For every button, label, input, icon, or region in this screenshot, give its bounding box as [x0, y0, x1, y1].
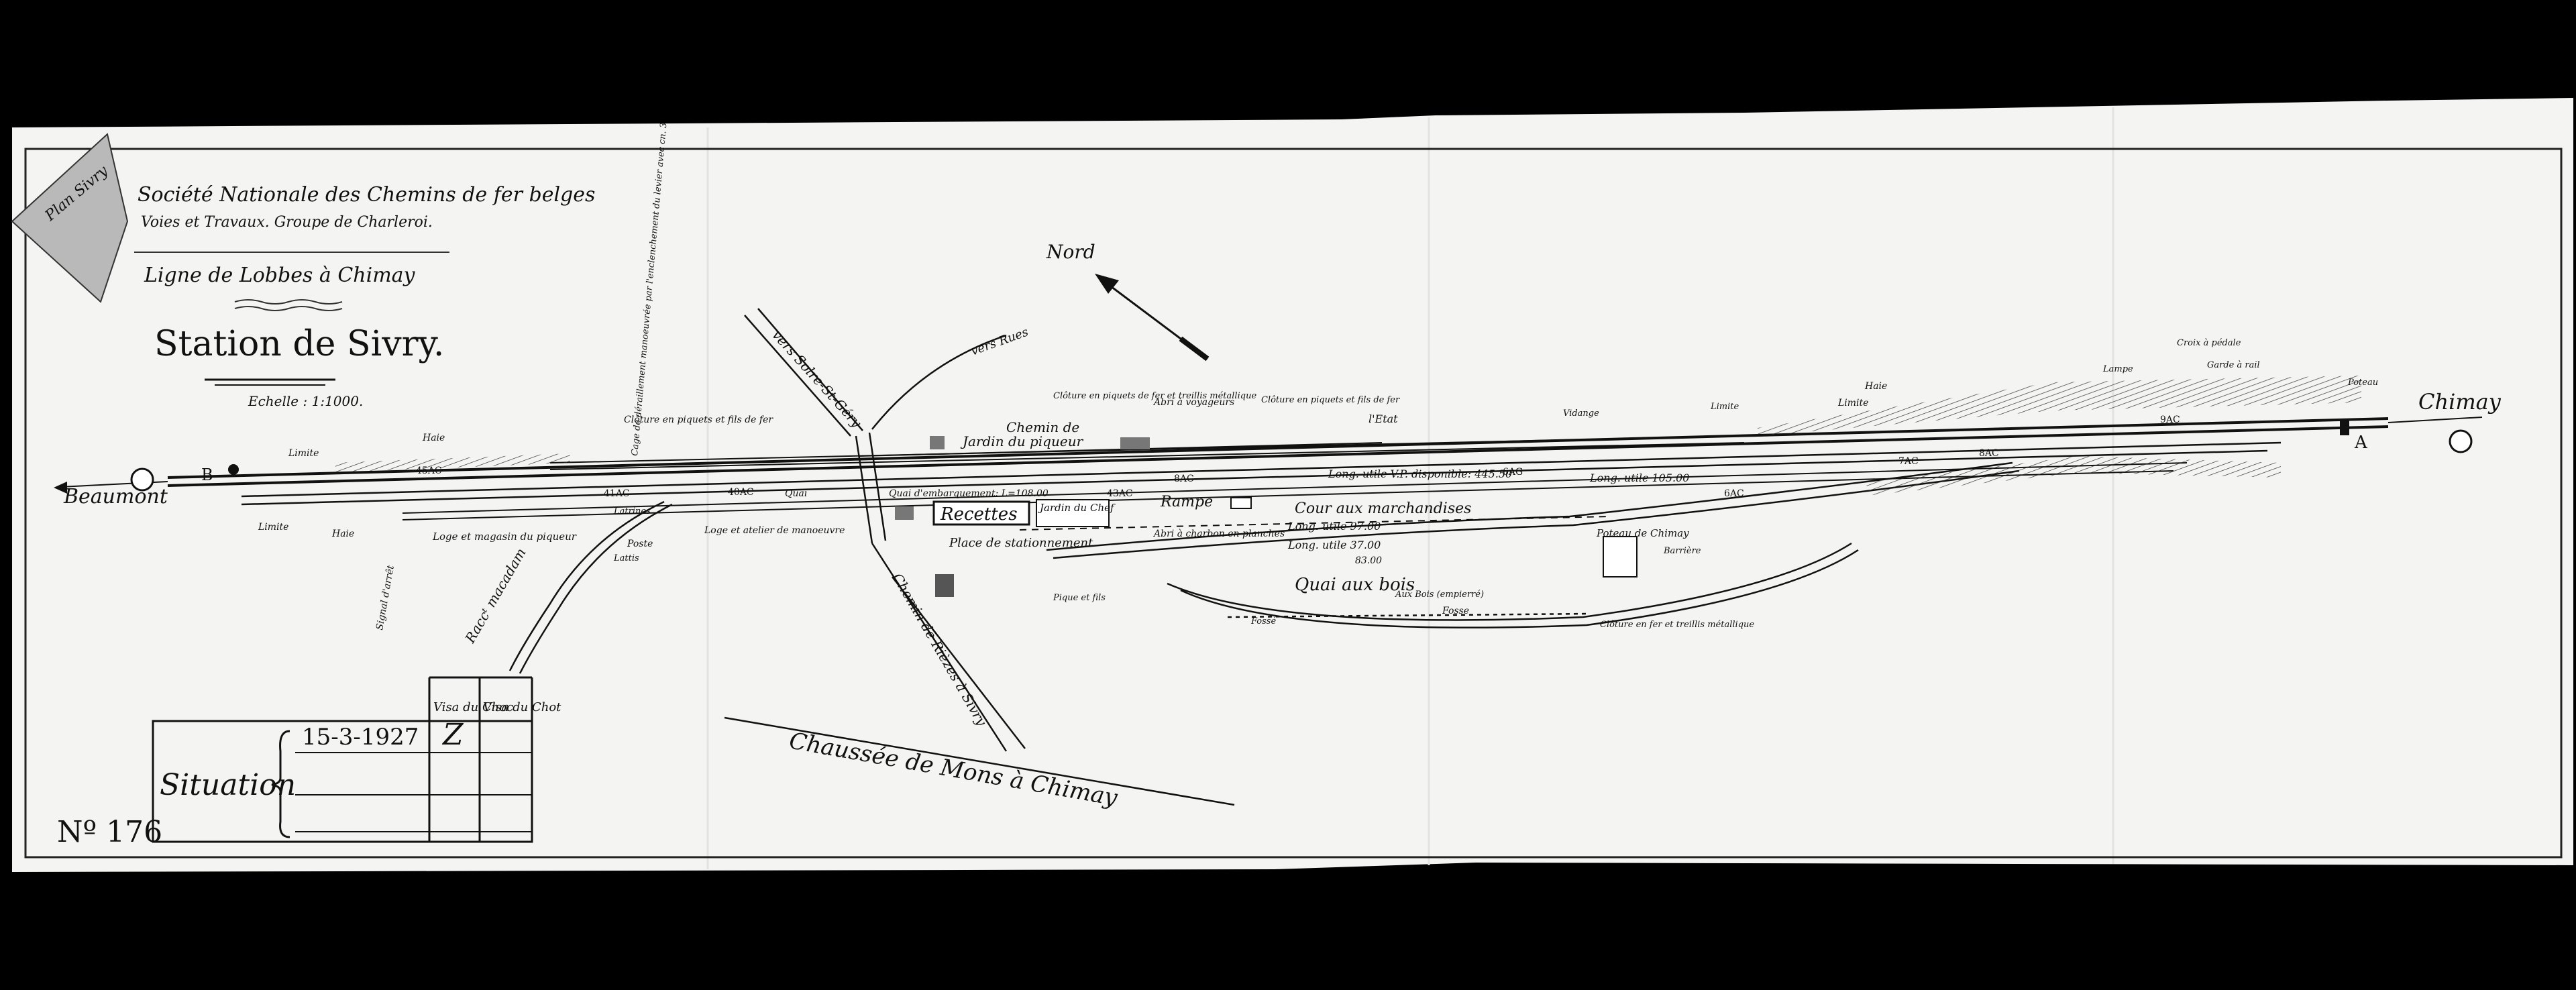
plan-label: Abri à voyageurs	[1152, 397, 1234, 408]
paper-sheet	[12, 98, 2573, 872]
plan-label: Haie	[422, 433, 445, 443]
plan-label: Haie	[331, 529, 354, 539]
embankment-right-top	[1758, 376, 2361, 436]
right-end: Chimay A	[2354, 389, 2502, 453]
station-title: Station de Sivry.	[154, 324, 444, 364]
plan-label: Loge et magasin du piqueur	[432, 531, 577, 543]
plan-label: Aux Bois (empierré)	[1395, 590, 1484, 600]
plan-label: Limite	[1837, 398, 1868, 408]
line-title: Ligne de Lobbes à Chimay	[144, 264, 416, 287]
embankment-right-bottom	[1865, 456, 2281, 495]
recettes-building	[932, 500, 1030, 526]
plan-label: Latrines	[613, 506, 651, 516]
plan-label: 6AC	[1724, 488, 1744, 499]
plan-label: Pique et fils	[1053, 593, 1106, 603]
plan-label: 83.00	[1355, 555, 1382, 566]
plan-label: Long. utile 97.00	[1287, 520, 1381, 533]
plan-label: Abri à charbon en planches	[1152, 529, 1285, 539]
org-title: Société Nationale des Chemins de fer bel…	[138, 183, 595, 207]
north-arrow-tail	[1179, 336, 1210, 362]
plan-label: Rampe	[1160, 494, 1213, 510]
plan-label: l'Etat	[1368, 412, 1398, 425]
plan-label: Croix à pédale	[2177, 338, 2241, 348]
plan-label: 40AC	[728, 487, 754, 498]
plan-label: 45AC	[416, 465, 442, 476]
left-end-label: Beaumont	[63, 485, 168, 508]
visa-mark: Z	[441, 718, 464, 752]
north-label: Nord	[1046, 241, 1095, 263]
plan-label: 8AC	[1979, 448, 1999, 459]
plan-label: Quai d'embarquement: L=108.00	[889, 488, 1049, 499]
plan-label: 41AC	[604, 488, 630, 499]
plan-label: Fosse	[1442, 606, 1469, 616]
plan-label: Garde à rail	[2207, 360, 2260, 370]
plan-label: Quai	[785, 488, 807, 499]
scale-label: Echelle : 1:1000.	[248, 393, 363, 409]
shed	[1603, 536, 1638, 578]
plan-label: Vidange	[1563, 408, 1599, 419]
plan-label: Loge et atelier de manoeuvre	[704, 525, 845, 536]
plan-label: Long. utile 37.00	[1287, 539, 1381, 551]
plan-label: Clôture en piquets et fils de fer	[624, 415, 773, 425]
recettes-label: Recettes	[940, 504, 1018, 525]
plan-label: Place de stationnement	[949, 536, 1093, 550]
plan-annotations: Limite Haie Haie Limite Loge et magasin …	[258, 122, 2378, 631]
situation-label: Situation	[160, 768, 296, 802]
latrine-block	[935, 574, 954, 597]
flourish	[234, 306, 343, 311]
plan-label: Limite	[258, 522, 288, 533]
plan-label: Poteau de Chimay	[1596, 527, 1689, 539]
plan-label: Quai aux bois	[1295, 575, 1415, 595]
embankment-left	[335, 453, 570, 472]
chef-garden	[1036, 499, 1110, 527]
sheet-number: Nº 176	[57, 815, 162, 849]
marker-a: A	[2354, 433, 2368, 453]
plan-label: 7AC	[1898, 456, 1919, 467]
right-end-label: Chimay	[2418, 389, 2502, 415]
piqueur-house	[930, 436, 945, 449]
left-end: Beaumont B	[54, 465, 213, 508]
plan-label: Clôture en piquets de fer et treillis mé…	[1053, 391, 1256, 401]
visa-chot: Visa du Chot	[483, 700, 561, 714]
shelter-building	[1120, 437, 1150, 449]
plan-label: Limite	[1710, 402, 1739, 412]
macadam-connection	[508, 500, 673, 674]
plan-label: Poteau	[2347, 378, 2378, 388]
plan-label: Limite	[288, 448, 319, 459]
plan-label: Haie	[1864, 381, 1887, 392]
roads	[724, 308, 1235, 806]
plan-label: 8AC	[1174, 474, 1194, 484]
plan-label: Long. utile V.P. disponible: 445.50	[1328, 468, 1512, 480]
corner-flap	[11, 133, 129, 303]
chef-garden-label: Jardin du Chef	[1038, 502, 1116, 514]
marker-b: B	[201, 465, 213, 484]
ramp-box	[1230, 497, 1252, 509]
signal-b	[228, 464, 239, 475]
plan-label: 6AG	[1503, 467, 1523, 478]
plan-label: Poste	[627, 539, 653, 549]
north-arrow-head	[1095, 274, 1119, 294]
border-frame	[24, 148, 2563, 859]
plan-label: Fossé	[1250, 616, 1276, 626]
plan-label: Chemin de	[1006, 419, 1079, 435]
flourish	[234, 299, 343, 305]
plan-label: Clôture en piquets et fils de fer	[1261, 395, 1400, 405]
plan-label: Lampe	[2102, 364, 2133, 374]
plan-label: 9AC	[2160, 415, 2180, 425]
plan-label: Cour aux marchandises	[1295, 500, 1471, 517]
plan-label: Clôture en fer et treillis métallique	[1600, 620, 1754, 630]
small-building	[895, 506, 914, 520]
situation-table: Situation 15-3-1927 Visa du Choc Visa du…	[152, 676, 561, 843]
plan-label: Lattis	[613, 553, 639, 563]
signal-a	[2340, 419, 2349, 435]
plan-label: Long. utile 105.00	[1589, 472, 1689, 484]
plan-label: 43AC	[1107, 488, 1133, 499]
plan-label: Jardin du piqueur	[960, 433, 1084, 449]
visa-choc: Visa du Choc	[433, 700, 513, 714]
situation-date: 15-3-1927	[302, 724, 419, 751]
dept-title: Voies et Travaux. Groupe de Charleroi.	[141, 214, 433, 231]
plan-label: Barrière	[1663, 546, 1701, 556]
